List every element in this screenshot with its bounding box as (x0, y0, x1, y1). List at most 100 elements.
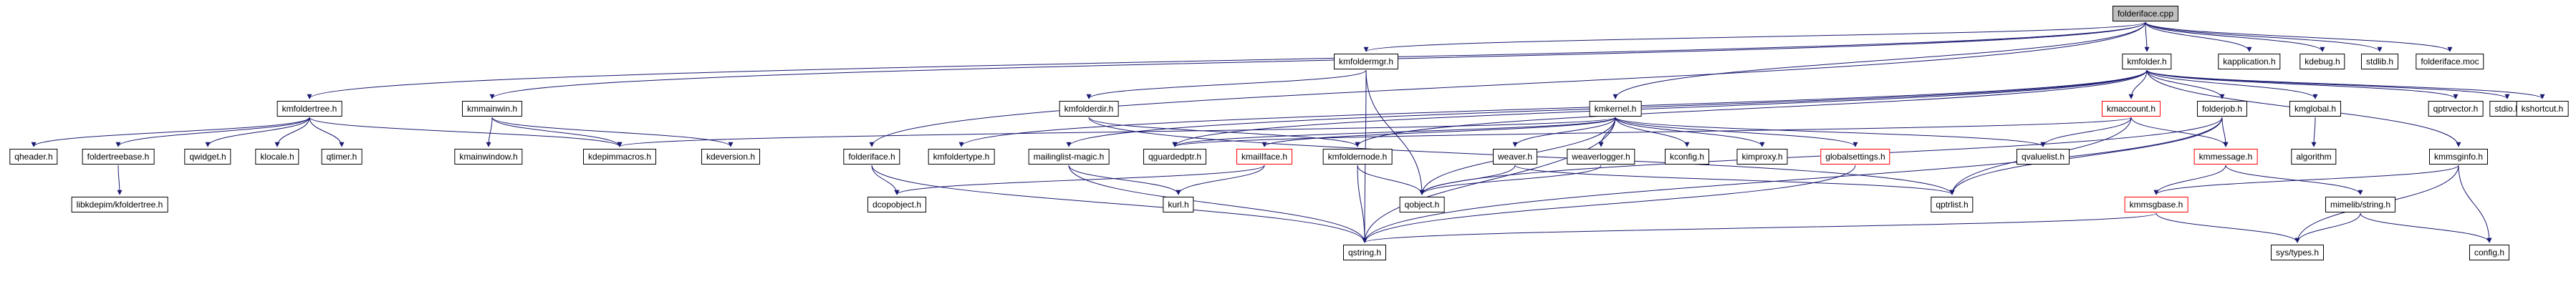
node-kshortcut_h[interactable]: kshortcut.h (2516, 101, 2569, 117)
edge-kmfolder_h-folderjob_h (2146, 69, 2225, 99)
edge-folderiface_cpp-kmfolder_h (2144, 21, 2150, 52)
edge-folderiface_cpp-kdebug_h (2145, 21, 2325, 52)
node-weaverlogger_h[interactable]: weaverlogger.h (1567, 149, 1635, 165)
node-qwidget_h[interactable]: qwidget.h (184, 149, 231, 165)
edge-folderiface_cpp-folderiface_h (869, 21, 2146, 147)
node-qguardedptr_h[interactable]: qguardedptr.h (1143, 149, 1207, 165)
edge-kmfolder_h-qguardedptr_h (1172, 69, 2148, 147)
node-kimproxy_h[interactable]: kimproxy.h (1736, 149, 1788, 165)
node-kmfoldertype_h[interactable]: kmfoldertype.h (928, 149, 995, 165)
node-folderiface_cpp: folderiface.cpp (2112, 6, 2179, 21)
edge-kmkernel_h-qguardedptr_h (1172, 117, 1616, 147)
node-kmkernel_h[interactable]: kmkernel.h (1589, 101, 1642, 117)
node-stdio_h[interactable]: stdio.h (2489, 101, 2525, 117)
node-klocale_h[interactable]: klocale.h (255, 149, 299, 165)
edge-kmfolder_h-qptrvector_h (2146, 69, 2459, 99)
node-folderiface_h[interactable]: folderiface.h (843, 149, 900, 165)
node-kdepimmacros_h[interactable]: kdepimmacros.h (582, 149, 657, 165)
edge-folderiface_cpp-kmfoldermgr_h (1363, 21, 2146, 52)
node-qvaluelist_h[interactable]: qvaluelist.h (2016, 149, 2070, 165)
edge-kmfoldertree_h-qwidget_h (205, 117, 310, 147)
edge-folderiface_cpp-kmmainwin_h (489, 21, 2146, 99)
edge-kmkernel_h-kimproxy_h (1615, 117, 1765, 147)
edge-folderiface_cpp-folderiface_moc (2145, 21, 2453, 52)
edge-kmaccount_h-kmmessage_h (2130, 117, 2229, 147)
node-kmmsginfo_h[interactable]: kmmsginfo.h (2428, 149, 2489, 165)
edge-kmkernel_h-kdepimmacros_h (617, 117, 1616, 147)
node-kmfoldernode_h[interactable]: kmfoldernode.h (1322, 149, 1393, 165)
node-kurl_h[interactable]: kurl.h (1163, 197, 1194, 212)
node-kdebug_h[interactable]: kdebug.h (2299, 54, 2345, 69)
edge-mimelib_string_h-config_h (2360, 212, 2492, 243)
edge-kmmsgbase_h-sys_types_h (2156, 212, 2300, 243)
edge-kmkernel_h-weaver_h (1512, 117, 1616, 147)
node-mimelib_string_h[interactable]: mimelib/string.h (2325, 197, 2396, 212)
edge-kmkernel_h-kmailiface_h (1261, 117, 1616, 147)
edge-kmfolder_h-kmaccount_h (2128, 69, 2148, 99)
node-folderiface_moc[interactable]: folderiface.moc (2416, 54, 2484, 69)
edge-weaver_h-qptrlist_h (1514, 165, 1955, 195)
edge-kmkernel_h-qstring_h (1362, 117, 1616, 243)
node-kmmainwin_h[interactable]: kmmainwin.h (461, 101, 523, 117)
node-qtimer_h[interactable]: qtimer.h (321, 149, 362, 165)
edge-folderiface_cpp-kmfoldertree_h (307, 21, 2146, 99)
node-kdeversion_h[interactable]: kdeversion.h (701, 149, 761, 165)
node-kmainwindow_h[interactable]: kmainwindow.h (454, 149, 523, 165)
node-kmmessage_h[interactable]: kmmessage.h (2193, 149, 2258, 165)
node-kconfig_h[interactable]: kconfig.h (1664, 149, 1710, 165)
edge-folderjob_h-qstring_h (1362, 117, 2223, 243)
edge-kmfolder_h-kmfoldertype_h (958, 69, 2148, 147)
node-dcopobject_h[interactable]: dcopobject.h (867, 197, 927, 212)
node-foldertreebase_h[interactable]: foldertreebase.h (82, 149, 155, 165)
node-folderjob_h[interactable]: folderjob.h (2196, 101, 2248, 117)
node-kmfolder_h[interactable]: kmfolder.h (2122, 54, 2172, 69)
node-qptrlist_h[interactable]: qptrlist.h (1931, 197, 1974, 212)
node-kapplication_h[interactable]: kapplication.h (2218, 54, 2281, 69)
edge-kmmainwin_h-kdepimmacros_h (491, 117, 623, 147)
node-qptrvector_h[interactable]: qptrvector.h (2428, 101, 2484, 117)
node-sys_types_h[interactable]: sys/types.h (2270, 245, 2325, 260)
edge-kmfolder_h-stdio_h (2146, 69, 2510, 99)
edge-kmfoldertree_h-foldertreebase_h (115, 117, 310, 147)
node-config_h[interactable]: config.h (2469, 245, 2510, 260)
edge-globalsettings_h-qstring_h (1362, 165, 1856, 243)
node-globalsettings_h[interactable]: globalsettings.h (1820, 149, 1890, 165)
edge-kmmessage_h-mimelib_string_h (2225, 165, 2363, 195)
edge-kmfoldertree_h-qheader_h (31, 117, 310, 147)
node-qheader_h[interactable]: qheader.h (9, 149, 58, 165)
edge-kmailiface_h-dcopobject_h (894, 165, 1265, 195)
edge-kmfoldernode_h-qobject_h (1357, 165, 1425, 195)
edge-kmmainwin_h-kdeversion_h (491, 117, 734, 147)
edge-kmaccount_h-qvaluelist_h (2040, 117, 2132, 147)
node-stdlib_h[interactable]: stdlib.h (2360, 54, 2399, 69)
edge-folderiface_cpp-stdlib_h (2145, 21, 2383, 52)
edge-folderjob_h-kmmessage_h (2221, 117, 2229, 147)
node-weaver_h[interactable]: weaver.h (1492, 149, 1538, 165)
edge-kmmessage_h-kmmsgbase_h (2153, 165, 2226, 195)
edge-kmglobal_h-algorithm (2311, 117, 2317, 147)
edge-kmmainwin_h-kmainwindow_h (486, 117, 493, 147)
edge-kmkernel_h-qvaluelist_h (1615, 117, 2046, 147)
node-kmaccount_h[interactable]: kmaccount.h (2101, 101, 2161, 117)
node-kmailiface_h[interactable]: kmailIface.h (1236, 149, 1293, 165)
edge-foldertreebase_h-libkdepim_kfoldertree_h (117, 165, 122, 195)
edge-kmfolder_h-kshortcut_h (2146, 69, 2545, 99)
node-libkdepim_kfoldertree_h[interactable]: libkdepim/kfoldertree.h (71, 197, 168, 212)
edge-weaverlogger_h-qobject_h (1419, 165, 1602, 195)
node-mailinglist_magic_h[interactable]: mailinglist-magic.h (1028, 149, 1110, 165)
node-kmfoldermgr_h[interactable]: kmfoldermgr.h (1333, 54, 1399, 69)
node-qstring_h[interactable]: qstring.h (1342, 245, 1387, 260)
node-kmfolderdir_h[interactable]: kmfolderdir.h (1059, 101, 1119, 117)
node-qobject_h[interactable]: qobject.h (1399, 197, 1445, 212)
edge-kmfolder_h-kmglobal_h (2146, 69, 2318, 99)
edge-kmfoldermgr_h-kmfolderdir_h (1086, 69, 1367, 99)
edge-kmfoldernode_h-qstring_h (1357, 165, 1368, 243)
node-kmmsgbase_h[interactable]: kmmsgbase.h (2124, 197, 2188, 212)
node-kmfoldertree_h[interactable]: kmfoldertree.h (277, 101, 342, 117)
node-algorithm[interactable]: algorithm (2291, 149, 2337, 165)
edge-kmmsginfo_h-kmmsgbase_h (2153, 165, 2459, 195)
edge-kmaccount_h-qguardedptr_h (1172, 117, 2132, 147)
node-kmglobal_h[interactable]: kmglobal.h (2289, 101, 2342, 117)
edge-kmfolderdir_h-kmfoldernode_h (1088, 117, 1360, 147)
